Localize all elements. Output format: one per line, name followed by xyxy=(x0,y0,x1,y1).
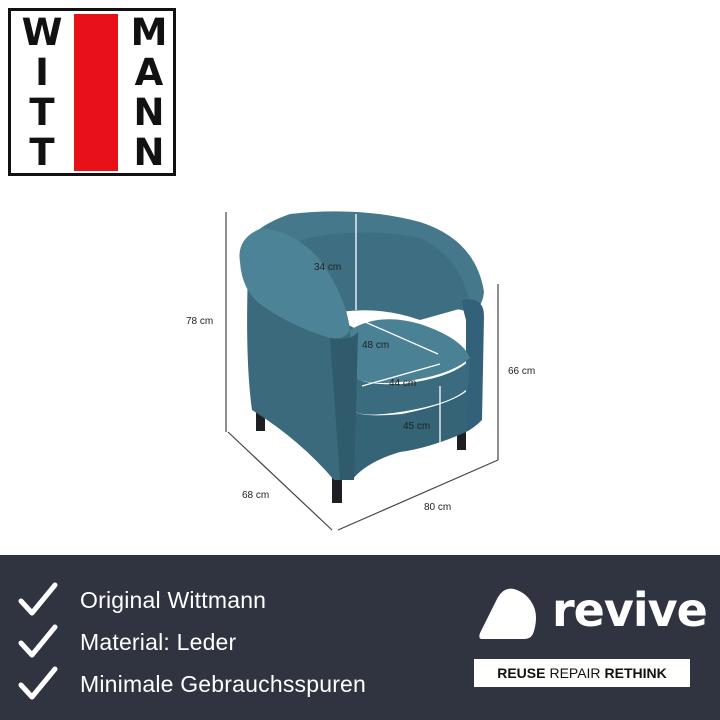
logo-letter: N xyxy=(133,131,165,174)
dim-depth: 68 cm xyxy=(242,490,269,501)
product-drawing: 78 cm 34 cm 48 cm 44 cm 66 cm 45 cm 68 c… xyxy=(186,211,535,531)
dim-seat-depth: 48 cm xyxy=(362,340,389,351)
feature-item: Original Wittmann xyxy=(18,579,366,621)
check-icon xyxy=(18,624,58,658)
dim-arm-height: 66 cm xyxy=(508,366,535,377)
logo-letter: M xyxy=(130,11,168,54)
feature-item: Minimale Gebrauchsspuren xyxy=(18,663,366,705)
logo-letter: T xyxy=(29,91,55,134)
logo-letter: A xyxy=(134,51,164,94)
check-icon xyxy=(18,582,58,616)
dim-width: 80 cm xyxy=(424,502,451,513)
dim-total-height: 78 cm xyxy=(186,316,213,327)
footer-banner: Original Wittmann Material: Leder Minima… xyxy=(0,555,720,720)
feature-text: Minimale Gebrauchsspuren xyxy=(80,670,367,697)
logo-letter: N xyxy=(133,91,165,134)
logo-red-bar xyxy=(74,14,118,171)
tagline-repair: REPAIR xyxy=(549,665,601,681)
tagline-rethink: RETHINK xyxy=(604,665,667,681)
dim-seat-width: 44 cm xyxy=(389,378,416,389)
feature-list: Original Wittmann Material: Leder Minima… xyxy=(18,579,366,705)
logo-left-letters: W I T T xyxy=(15,13,69,173)
tagline-reuse: REUSE xyxy=(497,665,546,681)
revive-wordmark: revive xyxy=(552,583,708,637)
logo-right-letters: M A N N xyxy=(122,13,176,173)
revive-mark-icon xyxy=(479,588,536,639)
revive-logo: revive REUSE REPAIR RETHINK xyxy=(474,583,708,701)
dim-back-height: 34 cm xyxy=(314,262,341,273)
feature-text: Original Wittmann xyxy=(80,586,267,613)
dimension-lines-inner xyxy=(355,214,441,478)
logo-letter: T xyxy=(29,131,55,174)
feature-text: Material: Leder xyxy=(80,628,237,655)
dimension-lines xyxy=(225,212,499,531)
armchair-image xyxy=(239,211,484,503)
logo-letter: W xyxy=(21,11,63,54)
wittmann-logo: W I T T M A N N xyxy=(8,8,176,176)
feature-item: Material: Leder xyxy=(18,621,366,663)
logo-letter: I xyxy=(35,51,49,94)
dim-seat-height: 45 cm xyxy=(403,421,430,432)
check-icon xyxy=(18,666,58,700)
revive-tagline: REUSE REPAIR RETHINK xyxy=(474,659,690,687)
